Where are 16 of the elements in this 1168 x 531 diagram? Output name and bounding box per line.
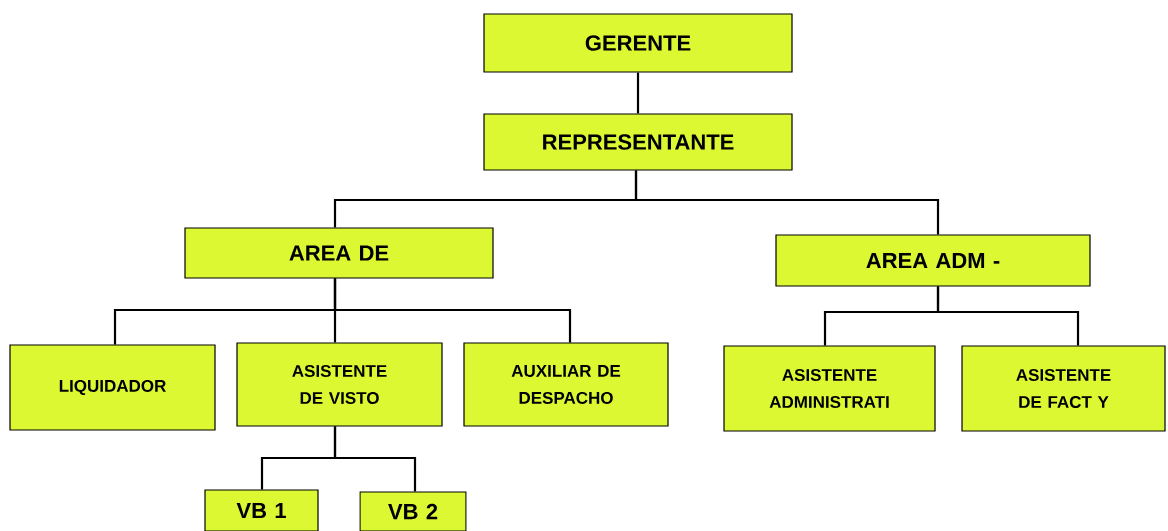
org-box: VB 1 bbox=[204, 489, 319, 531]
org-box: AUXILIAR DE DESPACHO bbox=[463, 342, 669, 427]
org-box: ASISTENTE ADMINISTRATI bbox=[723, 345, 936, 432]
org-box: VB 2 bbox=[359, 491, 467, 531]
connector-line bbox=[634, 170, 940, 235]
org-box: AREA DE bbox=[184, 227, 494, 279]
connector-line bbox=[333, 278, 572, 343]
org-box: GERENTE bbox=[483, 13, 793, 73]
connector-line bbox=[636, 72, 640, 114]
org-box: REPRESENTANTE bbox=[483, 113, 793, 171]
org-box: ASISTENTE DE VISTO bbox=[236, 342, 443, 427]
org-box: LIQUIDADOR bbox=[9, 344, 216, 431]
connector-line bbox=[936, 286, 1080, 346]
org-box: ASISTENTE DE FACT Y bbox=[961, 345, 1166, 432]
org-box: AREA ADM - bbox=[775, 234, 1091, 287]
connector-line bbox=[333, 426, 417, 492]
